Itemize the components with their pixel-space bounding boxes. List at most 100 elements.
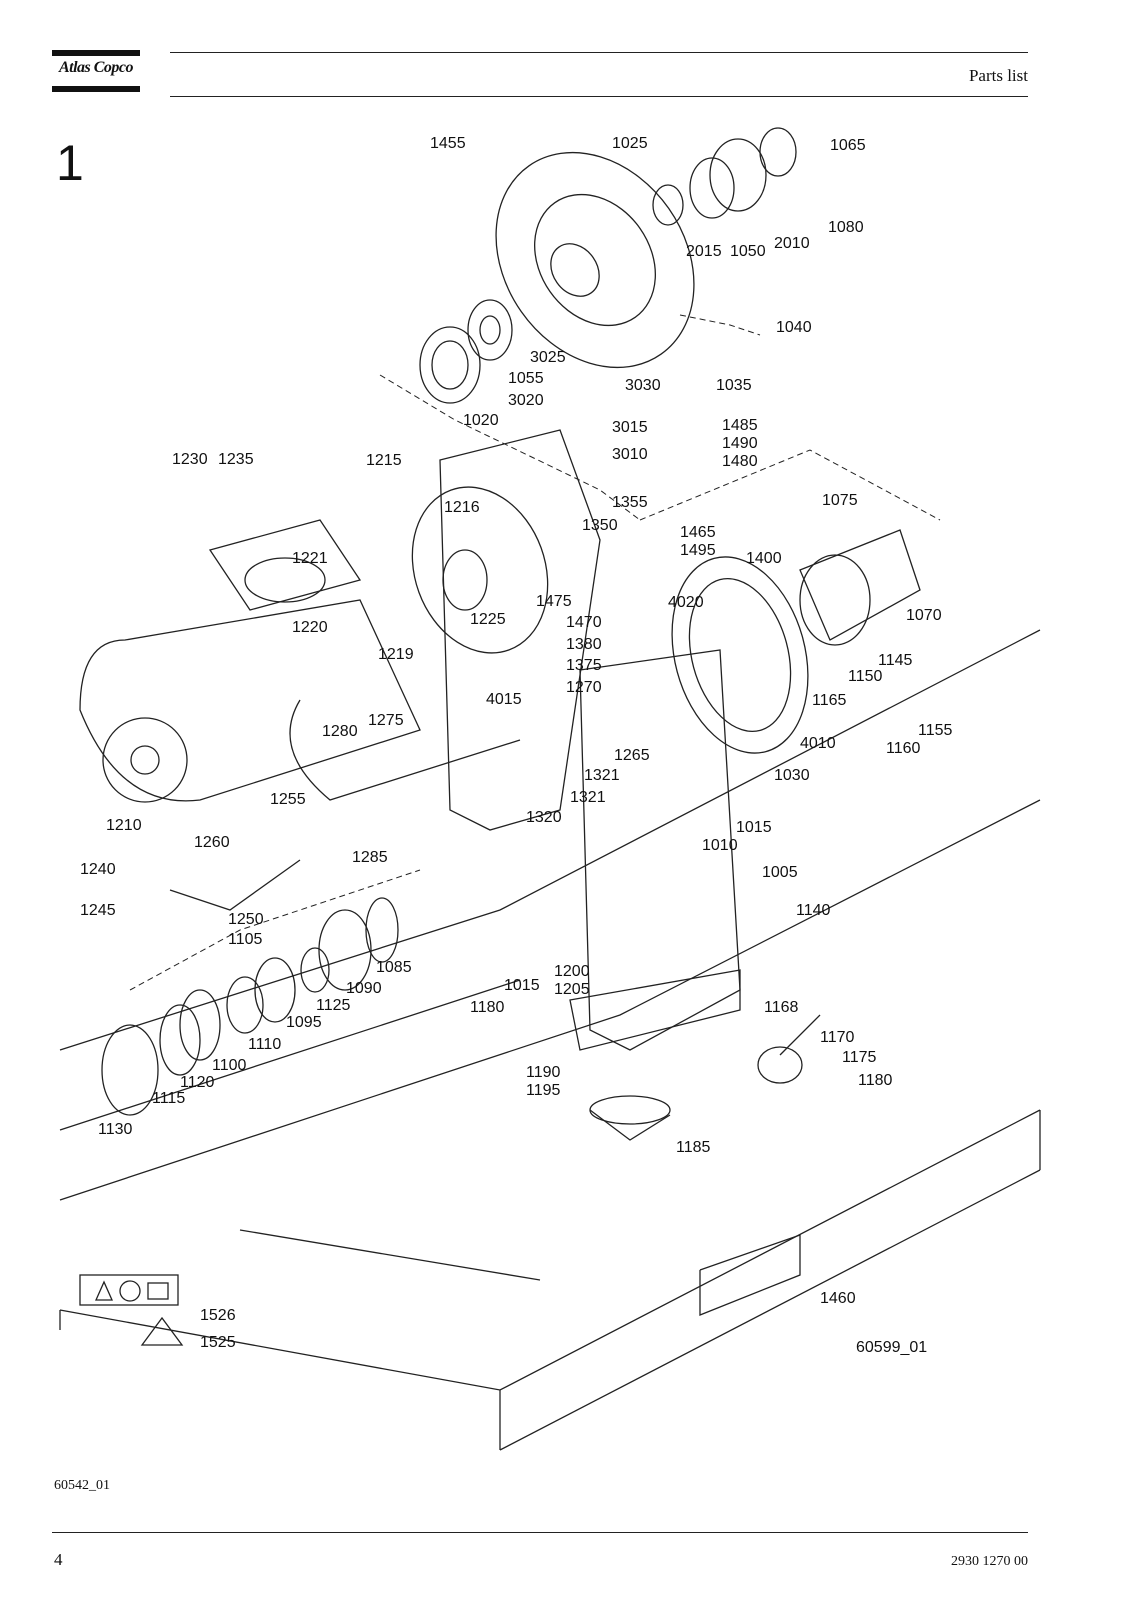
part-label: 1080 (828, 219, 864, 236)
part-label: 1230 (172, 451, 208, 468)
part-label: 1015 (504, 977, 540, 994)
part-label: 1150 (848, 668, 883, 685)
part-label: 1180 (858, 1072, 893, 1089)
part-label: 1470 (566, 614, 602, 631)
part-label: 2015 (686, 243, 722, 260)
atlas-copco-logo: Atlas Copco (52, 50, 140, 92)
part-label: 1160 (886, 740, 921, 757)
part-label: 1240 (80, 861, 116, 878)
part-label: 1280 (322, 723, 358, 740)
part-label: 1495 (680, 542, 716, 559)
part-label: 1380 (566, 636, 602, 653)
part-label: 1110 (248, 1036, 281, 1053)
part-label: 1525 (200, 1334, 236, 1351)
part-label: 1235 (218, 451, 254, 468)
part-label: 1090 (346, 980, 382, 997)
part-label: 1050 (730, 243, 766, 260)
part-label: 1130 (98, 1121, 133, 1138)
drawing-line-art (59, 127, 1041, 1451)
part-label: 1185 (676, 1139, 711, 1156)
part-label: 1168 (764, 999, 799, 1016)
part-label: 1285 (352, 849, 388, 866)
part-label: 1250 (228, 911, 264, 928)
part-label: 1275 (368, 712, 404, 729)
part-label: 1219 (378, 646, 414, 663)
part-label: 1375 (566, 657, 602, 674)
part-label: 1321 (584, 767, 620, 784)
part-label: 1205 (554, 981, 590, 998)
drawing-ref-left: 60542_01 (54, 1478, 110, 1493)
part-label: 1020 (463, 412, 499, 429)
part-label: 1175 (842, 1049, 877, 1066)
exploded-parts-drawing: 1455 1025 1065 1080 2015 1050 2010 1040 … (59, 127, 1041, 1451)
part-label: 1320 (526, 809, 562, 826)
logo-bar-top (52, 50, 140, 56)
part-label: 1245 (80, 902, 116, 919)
part-label: 1125 (316, 997, 351, 1014)
footer-rule (52, 1532, 1028, 1533)
part-label: 1025 (612, 135, 648, 152)
page-number: 4 (54, 1550, 63, 1569)
part-label: 1065 (830, 137, 866, 154)
part-label: 3015 (612, 419, 648, 436)
logo-bar-bottom (52, 86, 140, 92)
part-label: 1035 (716, 377, 752, 394)
drawing-dashed-assembly-lines (129, 314, 941, 991)
logo-wordmark: Atlas Copco (58, 59, 134, 76)
part-label: 1075 (822, 492, 858, 509)
part-label: 1221 (292, 550, 328, 567)
part-label: 1190 (526, 1064, 561, 1081)
part-label: 1321 (570, 789, 606, 806)
part-label: 1210 (106, 817, 142, 834)
part-labels: 1455 1025 1065 1080 2015 1050 2010 1040 … (80, 135, 953, 1356)
part-label: 1195 (526, 1082, 561, 1099)
part-label: 1095 (286, 1014, 322, 1031)
part-label: 3010 (612, 446, 648, 463)
part-label: 1040 (776, 319, 812, 336)
part-label: 1165 (812, 692, 847, 709)
part-label: 1216 (444, 499, 480, 516)
figure-number: 1 (56, 135, 84, 191)
document-number: 2930 1270 00 (951, 1554, 1028, 1569)
part-label: 1350 (582, 517, 618, 534)
part-label: 1115 (152, 1090, 185, 1107)
part-label: 1010 (702, 837, 738, 854)
part-label: 1455 (430, 135, 466, 152)
part-label: 1215 (366, 452, 402, 469)
part-label: 1155 (918, 722, 953, 739)
part-label: 4010 (800, 735, 836, 752)
part-label: 1005 (762, 864, 798, 881)
part-label: 1270 (566, 679, 602, 696)
part-label: 3025 (530, 349, 566, 366)
part-label: 1180 (470, 999, 505, 1016)
part-label: 1526 (200, 1307, 236, 1324)
part-label: 1145 (878, 652, 913, 669)
part-label: 1120 (180, 1074, 215, 1091)
part-label: 1265 (614, 747, 650, 764)
part-label: 1070 (906, 607, 942, 624)
part-label: 1100 (212, 1057, 247, 1074)
part-label: 1460 (820, 1290, 856, 1307)
part-label: 1105 (228, 931, 263, 948)
part-label: 1055 (508, 370, 544, 387)
section-title: Parts list (968, 66, 1028, 85)
part-label: 3020 (508, 392, 544, 409)
header-rule-bottom (170, 96, 1028, 97)
part-label: 1220 (292, 619, 328, 636)
part-label: 1200 (554, 963, 590, 980)
part-label: 1140 (796, 902, 831, 919)
part-label: 1485 (722, 417, 758, 434)
part-label: 1260 (194, 834, 230, 851)
part-label: 1475 (536, 593, 572, 610)
drawing-ref-right: 60599_01 (856, 1339, 927, 1356)
part-label: 1085 (376, 959, 412, 976)
part-label: 1480 (722, 453, 758, 470)
part-label: 1355 (612, 494, 648, 511)
part-label: 1400 (746, 550, 782, 567)
part-label: 3030 (625, 377, 661, 394)
part-label: 4020 (668, 594, 704, 611)
part-label: 1255 (270, 791, 306, 808)
part-label: 1465 (680, 524, 716, 541)
part-label: 1015 (736, 819, 772, 836)
part-label: 4015 (486, 691, 522, 708)
